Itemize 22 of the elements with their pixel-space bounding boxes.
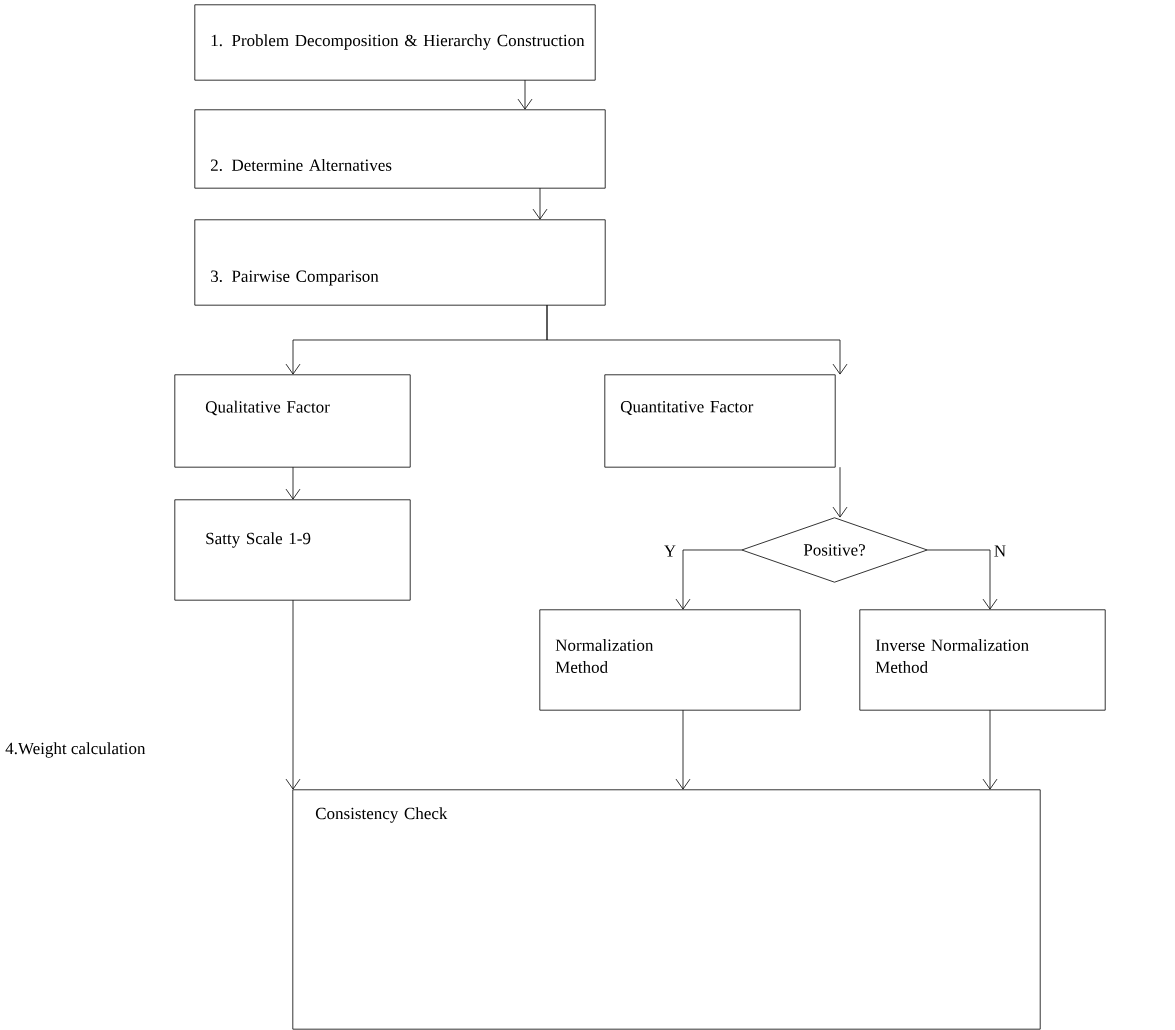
edge-label: N [992, 544, 1008, 558]
arrow [926, 549, 998, 610]
process-box: Satty Scale 1-9 [174, 499, 411, 601]
process-box: 2. Determine Alternatives [194, 109, 606, 189]
arrow [832, 466, 848, 518]
arrow [982, 709, 998, 790]
arrow [532, 187, 548, 220]
process-box: Normalization Method [539, 609, 801, 711]
arrow [546, 304, 848, 375]
arrow [285, 466, 301, 500]
arrow [517, 79, 533, 110]
arrow [285, 599, 301, 790]
process-box: Quantitative Factor [604, 374, 836, 468]
arrow [675, 709, 691, 790]
process-box: Inverse Normalization Method [859, 609, 1106, 711]
process-box: 3. Pairwise Comparison [194, 219, 606, 306]
edge-label: Y [662, 544, 678, 558]
process-box: Consistency Check [292, 789, 1041, 1030]
process-box: Qualitative Factor [174, 374, 411, 468]
step-label: 4.Weight calculation [5, 742, 146, 758]
process-box: 1. Problem Decomposition & Hierarchy Construction [194, 4, 596, 81]
arrow [675, 549, 743, 610]
